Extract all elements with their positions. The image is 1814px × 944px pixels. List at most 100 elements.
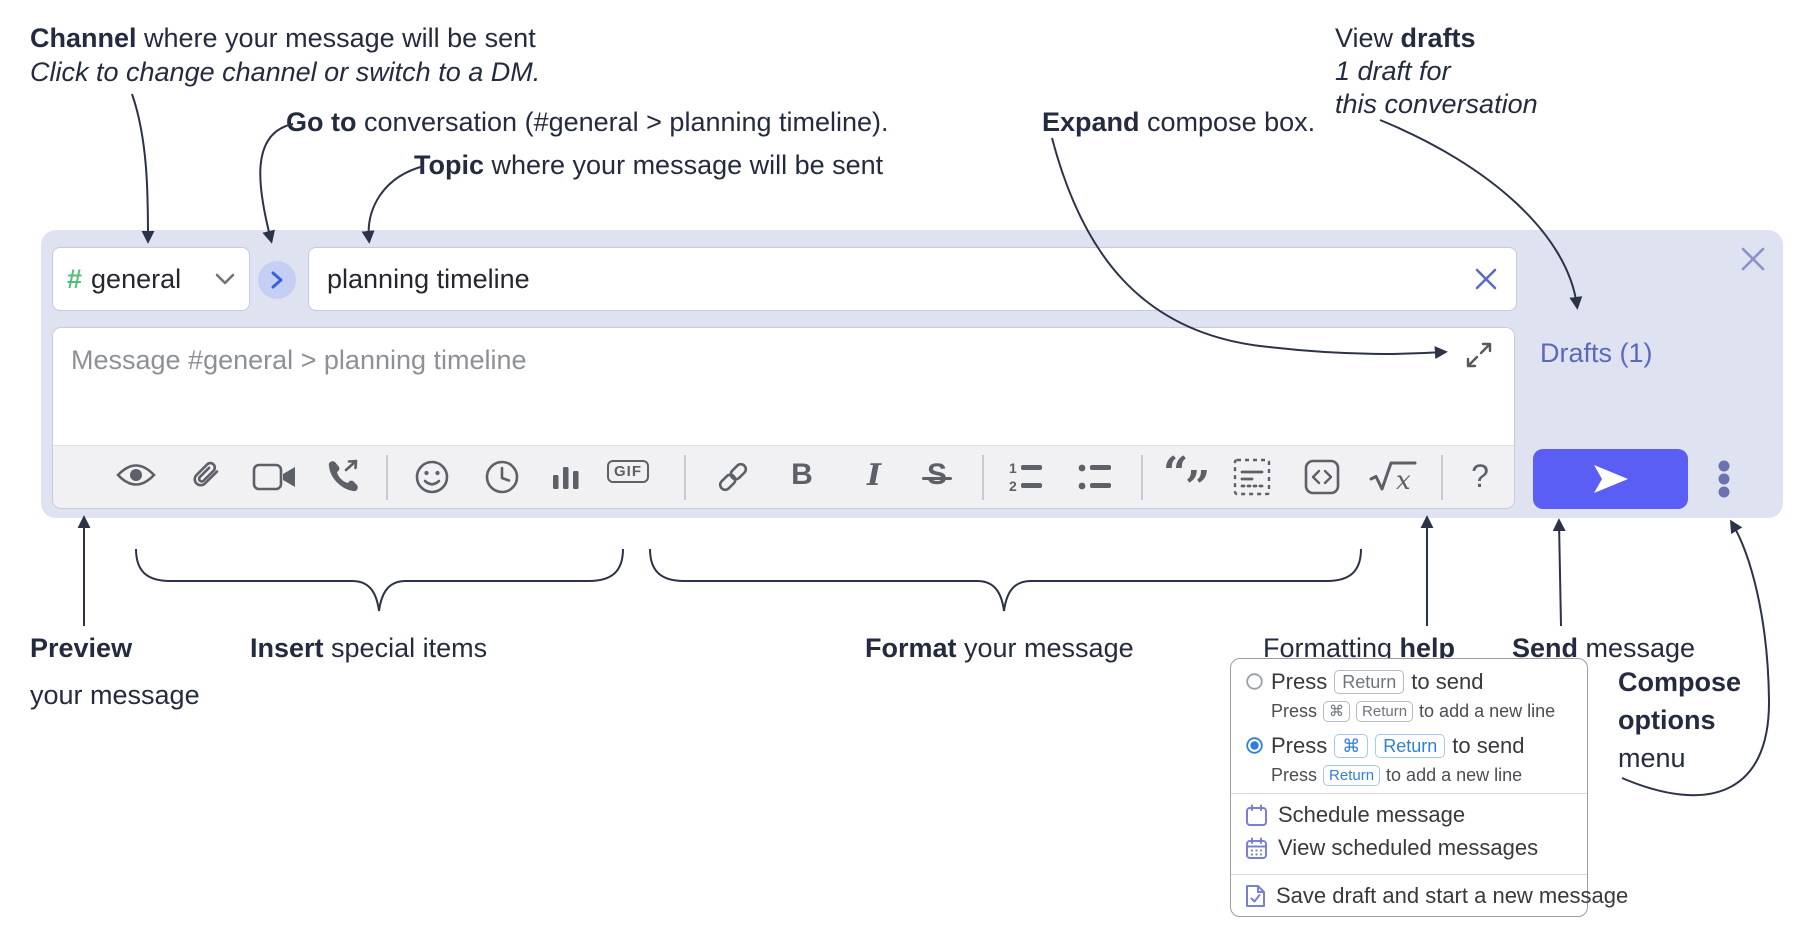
close-compose-icon[interactable] bbox=[1740, 246, 1766, 272]
save-draft-item[interactable]: Save draft and start a new message bbox=[1245, 883, 1628, 909]
return-key: Return bbox=[1334, 670, 1405, 694]
attach-file-icon[interactable] bbox=[187, 456, 223, 494]
send-icon bbox=[1593, 465, 1628, 493]
channel-hash-icon: # bbox=[67, 263, 83, 294]
view-drafts-annotation: View drafts bbox=[1335, 22, 1476, 55]
toolbar-divider bbox=[1441, 455, 1443, 500]
expand-annotation-rest: compose box. bbox=[1139, 107, 1316, 137]
quote-close-glyph: ” bbox=[1185, 462, 1211, 509]
math-icon[interactable]: x bbox=[1369, 460, 1419, 494]
view-drafts-line2: 1 draft for bbox=[1335, 56, 1451, 86]
quote-icon[interactable]: “ ” bbox=[1163, 448, 1215, 508]
quote-open-glyph: “ bbox=[1163, 448, 1189, 499]
enter-sends-option[interactable]: Press Return to send bbox=[1271, 669, 1483, 695]
toolbar-divider bbox=[982, 455, 984, 500]
toolbar-divider bbox=[684, 455, 686, 500]
gif-icon-label: GIF bbox=[607, 460, 649, 483]
channel-annotation-sub: Click to change channel or switch to a D… bbox=[30, 57, 541, 87]
preview-icon[interactable] bbox=[115, 460, 157, 490]
compose-options-label-line1: Compose bbox=[1618, 667, 1742, 697]
view-drafts-pre: View bbox=[1335, 23, 1401, 53]
chevron-down-icon bbox=[215, 273, 235, 285]
compose-options-label-line2: options bbox=[1618, 705, 1716, 735]
draft-document-icon bbox=[1246, 885, 1265, 907]
video-call-icon[interactable] bbox=[252, 462, 298, 492]
send-label-rest: message bbox=[1578, 633, 1696, 663]
return-key: Return bbox=[1375, 734, 1446, 758]
popup-divider bbox=[1231, 793, 1587, 794]
preview-label-bold: Preview bbox=[30, 633, 133, 663]
preview-label-line2: your message bbox=[30, 680, 200, 710]
bulleted-list-icon[interactable] bbox=[1077, 459, 1113, 495]
view-scheduled-messages-item[interactable]: View scheduled messages bbox=[1245, 835, 1538, 861]
cmd-enter-sends-option-sub: Press Return to add a new line bbox=[1271, 765, 1522, 786]
channel-selector[interactable]: # general bbox=[52, 247, 250, 311]
new-line-text: to add a new line bbox=[1419, 701, 1556, 721]
press-text: Press bbox=[1271, 733, 1328, 758]
drafts-link[interactable]: Drafts (1) bbox=[1540, 338, 1653, 368]
to-send-text: to send bbox=[1452, 733, 1525, 758]
cmd-key: ⌘ bbox=[1323, 701, 1351, 722]
link-icon[interactable] bbox=[715, 459, 751, 495]
channel-annotation-rest: where your message will be sent bbox=[136, 23, 536, 53]
compose-options-menu-icon[interactable] bbox=[1716, 458, 1732, 500]
format-label-bold: Format bbox=[865, 633, 957, 663]
svg-text:2: 2 bbox=[1009, 478, 1017, 494]
goto-annotation-rest: conversation (#general > planning timeli… bbox=[356, 107, 889, 137]
new-line-text: to add a new line bbox=[1386, 765, 1523, 785]
radio-selected-icon[interactable] bbox=[1246, 737, 1263, 754]
press-text: Press bbox=[1271, 701, 1318, 721]
cmd-enter-sends-option[interactable]: Press ⌘ Return to send bbox=[1271, 733, 1524, 759]
enter-sends-popup: Press Return to send Press ⌘ Return to a… bbox=[1230, 658, 1628, 917]
radio-unselected-icon[interactable] bbox=[1246, 673, 1263, 690]
format-label-rest: your message bbox=[956, 633, 1134, 663]
schedule-message-label: Schedule message bbox=[1278, 802, 1466, 827]
message-box[interactable]: Message #general > planning timeline bbox=[52, 327, 1515, 509]
return-key: Return bbox=[1323, 765, 1381, 786]
poll-icon[interactable] bbox=[550, 461, 582, 493]
math-x-glyph: x bbox=[1396, 466, 1411, 494]
calendar-icon bbox=[1246, 804, 1267, 826]
channel-annotation: Channel where your message will be sent bbox=[30, 22, 536, 55]
time-icon[interactable] bbox=[484, 459, 520, 495]
bold-icon[interactable]: B bbox=[791, 458, 813, 491]
svg-text:1: 1 bbox=[1009, 460, 1017, 476]
press-text: Press bbox=[1271, 669, 1328, 694]
strikethrough-line bbox=[922, 477, 952, 480]
toolbar-divider bbox=[386, 455, 388, 500]
view-drafts-line3: this conversation bbox=[1335, 89, 1538, 119]
to-send-text: to send bbox=[1411, 669, 1484, 694]
voice-call-icon[interactable] bbox=[324, 458, 360, 494]
topic-annotation: Topic where your message will be sent bbox=[414, 149, 883, 182]
gif-icon[interactable]: GIF bbox=[607, 460, 649, 483]
popup-divider bbox=[1231, 874, 1587, 875]
expand-compose-icon[interactable] bbox=[1466, 342, 1492, 368]
brace-insert bbox=[135, 548, 624, 612]
cmd-key: ⌘ bbox=[1334, 734, 1369, 758]
chevron-right-icon bbox=[271, 271, 283, 289]
schedule-message-item[interactable]: Schedule message bbox=[1245, 802, 1465, 828]
strikethrough-icon[interactable]: S bbox=[922, 458, 952, 492]
insert-label-bold: Insert bbox=[250, 633, 324, 663]
go-to-conversation-button[interactable] bbox=[258, 261, 296, 299]
emoji-icon[interactable] bbox=[414, 459, 450, 495]
message-textarea[interactable]: Message #general > planning timeline bbox=[53, 328, 1514, 447]
arrow-to-send bbox=[1552, 518, 1566, 627]
spoiler-icon[interactable] bbox=[1233, 458, 1271, 496]
topic-input[interactable]: planning timeline bbox=[308, 247, 1517, 311]
preview-label: Preview bbox=[30, 632, 132, 665]
clear-topic-icon[interactable] bbox=[1474, 267, 1498, 291]
arrow-to-goto bbox=[259, 123, 294, 244]
send-button[interactable] bbox=[1533, 449, 1688, 509]
topic-annotation-bold: Topic bbox=[414, 150, 484, 180]
brace-format bbox=[649, 548, 1362, 612]
expand-annotation: Expand compose box. bbox=[1042, 106, 1315, 139]
code-icon[interactable] bbox=[1304, 459, 1340, 495]
formatting-help-icon[interactable]: ? bbox=[1471, 458, 1489, 494]
italic-icon[interactable]: I bbox=[866, 458, 882, 493]
save-draft-label: Save draft and start a new message bbox=[1276, 883, 1629, 908]
insert-label: Insert special items bbox=[250, 632, 487, 665]
expand-annotation-bold: Expand bbox=[1042, 107, 1140, 137]
